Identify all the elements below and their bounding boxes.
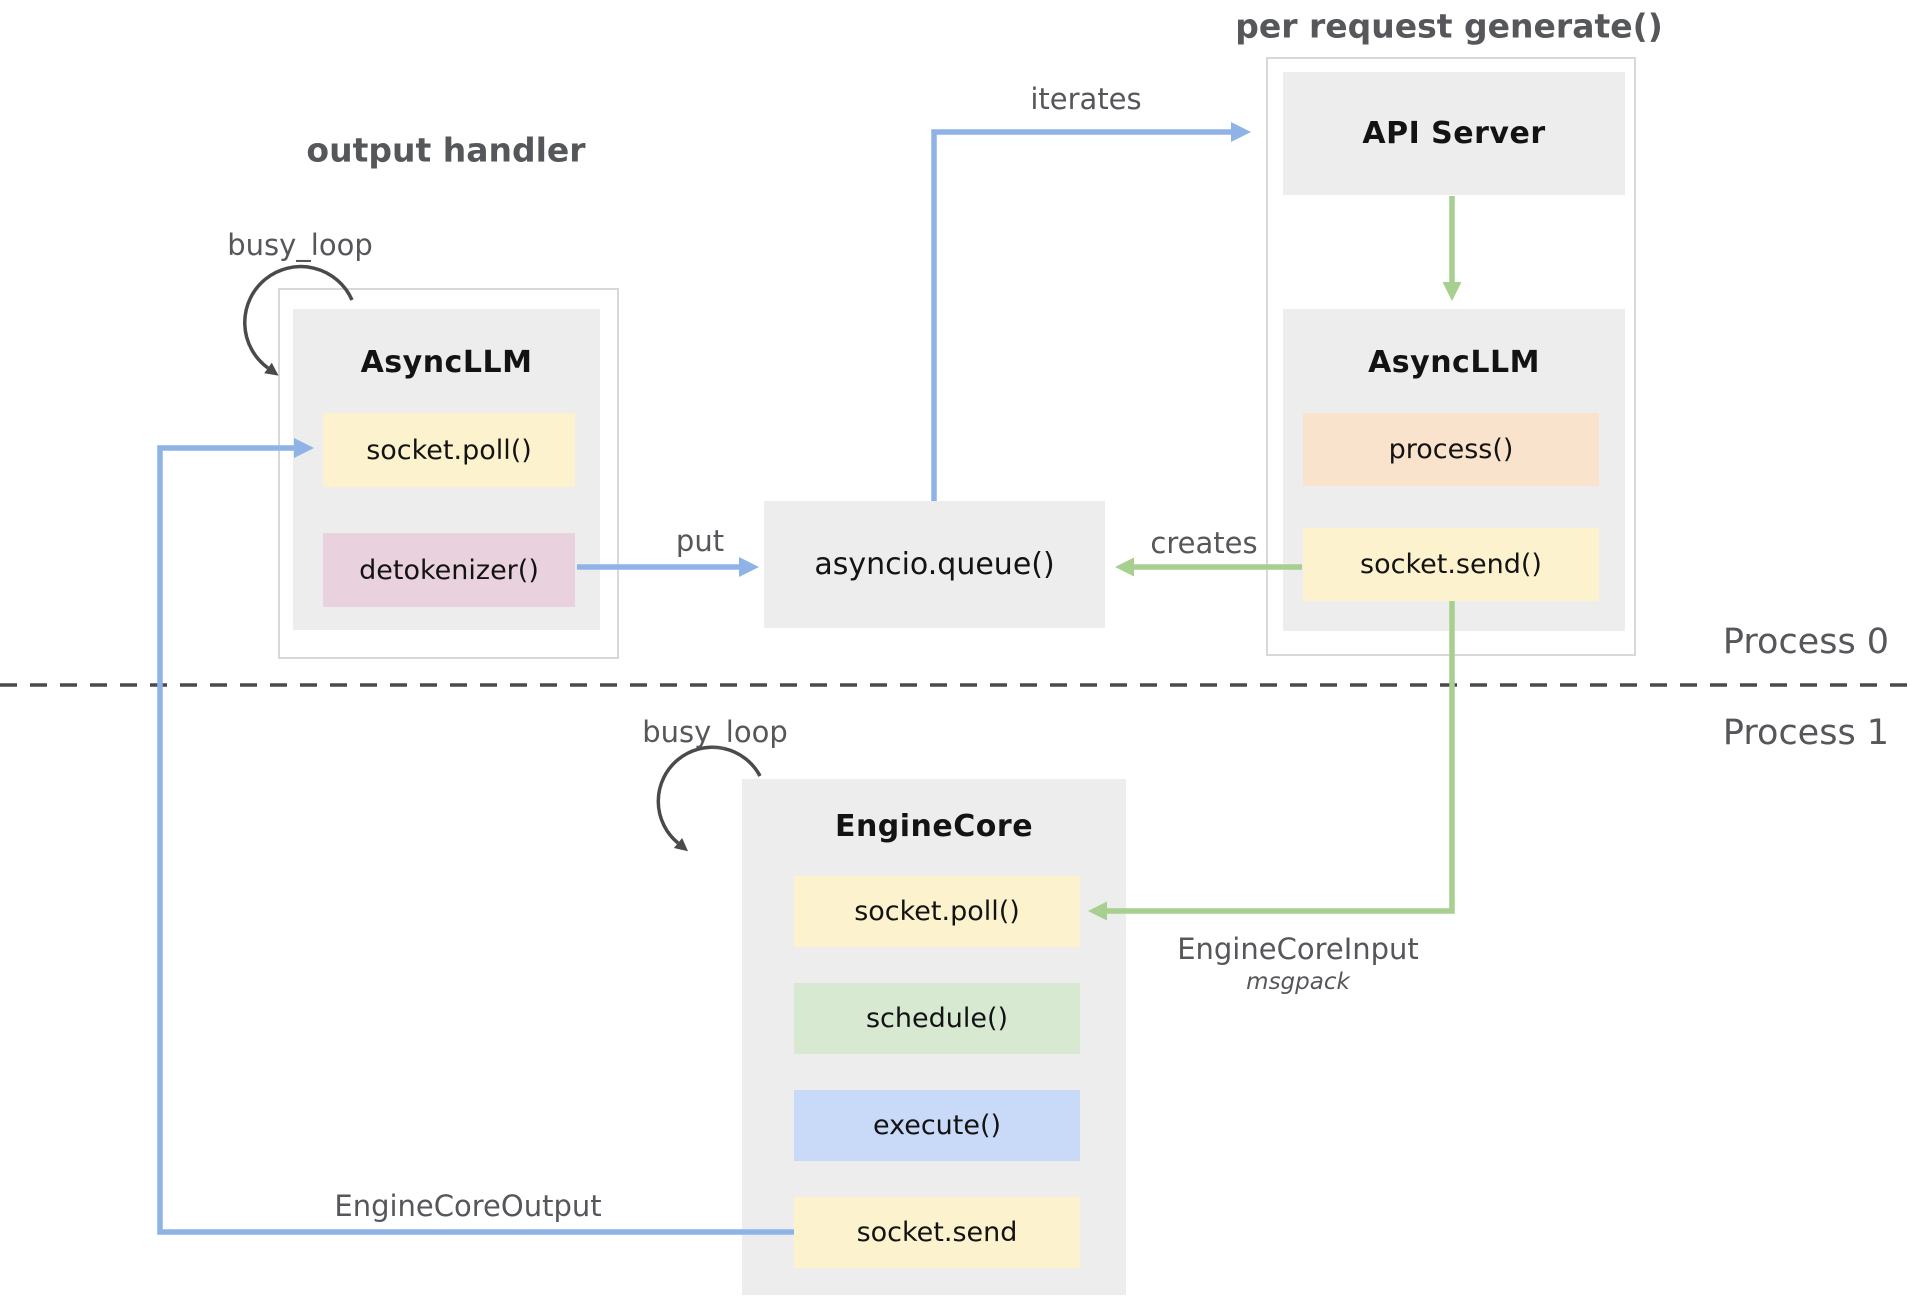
- method-socket-poll-engine: socket.poll(): [794, 876, 1080, 947]
- engine-core-output-label: EngineCoreOutput: [334, 1189, 602, 1223]
- engine-core-input-label: EngineCoreInput: [1177, 932, 1419, 966]
- put-label: put: [675, 524, 725, 558]
- method-socket-send-request: socket.send(): [1303, 528, 1599, 601]
- method-detokenizer: detokenizer(): [323, 533, 575, 607]
- iterates-arrow: [931, 122, 1251, 501]
- output-handler-title: output handler: [306, 130, 586, 170]
- asyncllm-output-title: AsyncLLM: [360, 345, 533, 380]
- api-server-node: API Server: [1283, 72, 1625, 195]
- busy-loop-engine-label: busy_loop: [642, 715, 788, 749]
- per-request-generate-title: per request generate(): [1235, 6, 1663, 46]
- method-schedule: schedule(): [794, 983, 1080, 1054]
- method-execute: execute(): [794, 1090, 1080, 1161]
- method-socket-poll-output: socket.poll(): [323, 413, 575, 487]
- engine-core-title: EngineCore: [834, 809, 1034, 844]
- api-server-title: API Server: [1362, 116, 1546, 151]
- busy-loop-output-label: busy_loop: [227, 228, 373, 262]
- asyncllm-request-title: AsyncLLM: [1368, 345, 1540, 380]
- creates-label: creates: [1150, 526, 1258, 560]
- asyncio-queue-node: asyncio.queue(): [764, 501, 1105, 628]
- method-process: process(): [1303, 413, 1599, 486]
- msgpack-label: msgpack: [1246, 969, 1350, 995]
- iterates-label: iterates: [1030, 82, 1142, 116]
- process-1-label: Process 1: [1722, 713, 1890, 753]
- process-0-label: Process 0: [1722, 622, 1890, 662]
- method-socket-send-engine: socket.send: [794, 1197, 1080, 1268]
